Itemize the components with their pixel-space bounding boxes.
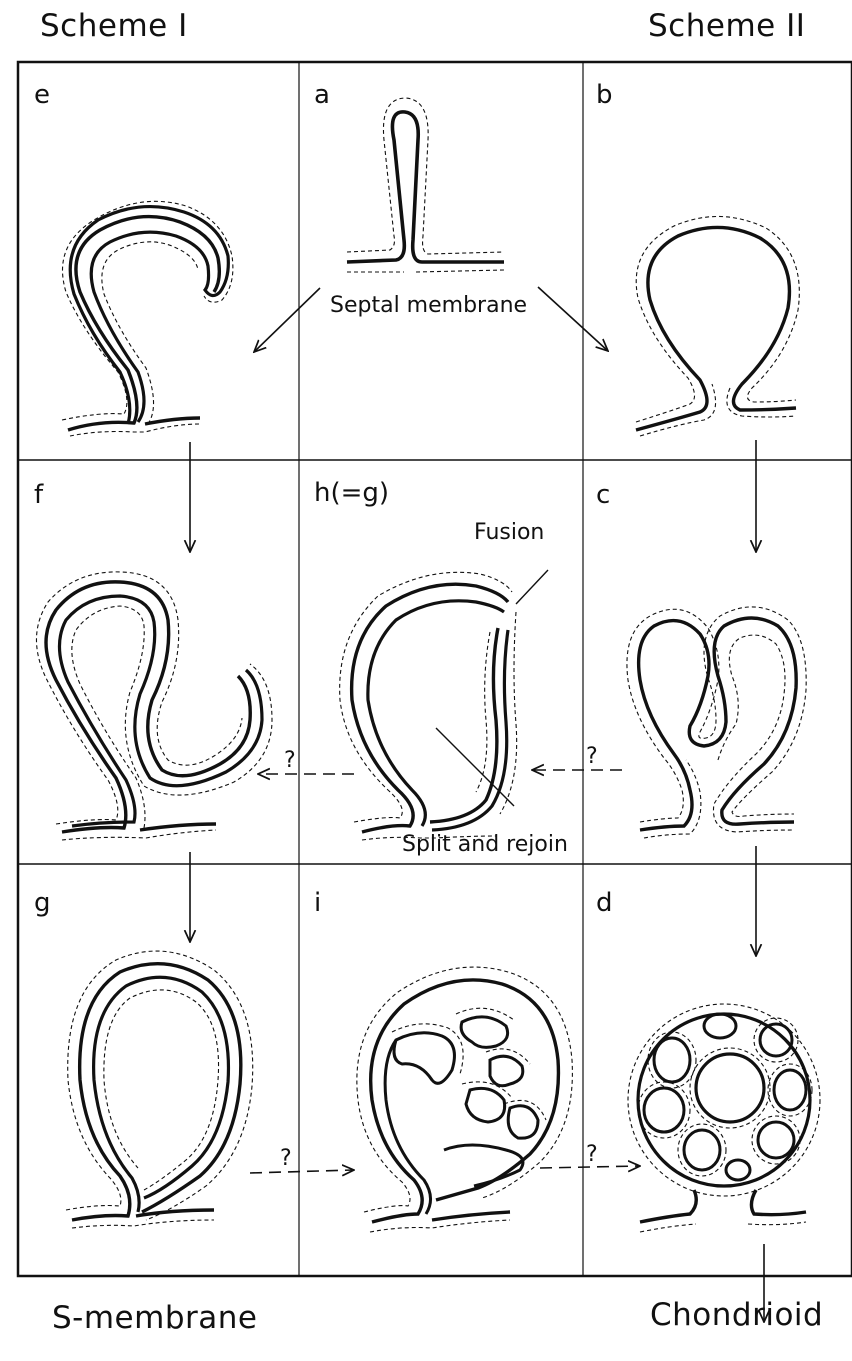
cell-label-c: c — [596, 480, 610, 510]
membrane-e — [62, 201, 233, 436]
arrows — [190, 287, 764, 1322]
membrane-b — [636, 216, 799, 436]
septal-membrane-a — [347, 98, 504, 272]
membrane-h — [340, 570, 548, 840]
dashed-arrows — [250, 770, 640, 1173]
cell-label-e: e — [34, 80, 50, 110]
grid-frame — [18, 62, 852, 1276]
cell-label-g: g — [34, 888, 51, 918]
split-rejoin-label: Split and rejoin — [402, 832, 568, 857]
cell-label-i: i — [314, 888, 321, 918]
membrane-f — [36, 572, 272, 840]
membrane-i — [357, 967, 573, 1232]
question-mark-id: ? — [586, 1142, 598, 1167]
fusion-label: Fusion — [474, 520, 544, 545]
cell-label-b: b — [596, 80, 613, 110]
septal-membrane-label: Septal membrane — [330, 293, 527, 318]
question-mark-fh: ? — [284, 748, 296, 773]
s-membrane-footer: S-membrane — [52, 1300, 257, 1336]
chondrioid-footer: Chondrioid — [650, 1297, 823, 1333]
cell-label-a: a — [314, 80, 330, 110]
question-mark-gi: ? — [280, 1146, 292, 1171]
cell-label-d: d — [596, 888, 613, 918]
cell-label-h: h(=g) — [314, 478, 389, 508]
chondrioid-d — [628, 1004, 820, 1232]
membrane-g — [66, 951, 253, 1228]
membrane-c — [627, 607, 806, 838]
cell-label-f: f — [34, 480, 43, 510]
question-mark-hc: ? — [586, 744, 598, 769]
